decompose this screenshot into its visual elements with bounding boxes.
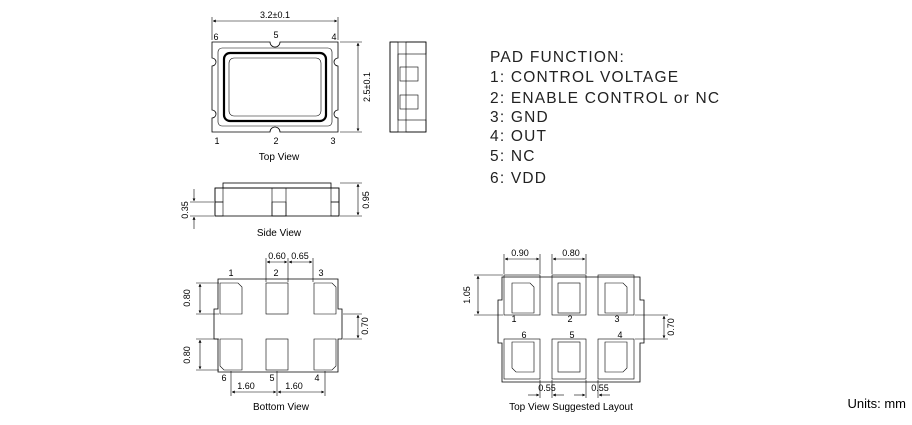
bottom-view: 0.60 0.65 1 2 3 6 5 4 0.80 0.80 0.70 1.6… <box>182 251 370 413</box>
bottom-pin-2: 2 <box>273 268 278 278</box>
pad-function-item: 3: GND <box>490 109 549 126</box>
bottom-pad-4 <box>313 338 337 371</box>
layout-pin-1: 1 <box>511 314 516 324</box>
bottom-pad-width-dim: 0.60 <box>268 251 286 261</box>
pad-function-item: 2: ENABLE CONTROL or NC <box>490 90 720 107</box>
bottom-pad-height-top-dim: 0.80 <box>182 289 192 307</box>
pad-function-item: 5: NC <box>490 148 536 165</box>
end-view <box>389 41 427 133</box>
bottom-pin-4: 4 <box>314 373 319 383</box>
bottom-pad-6 <box>219 338 243 371</box>
bottom-pad-2 <box>265 282 289 315</box>
layout-pin-6: 6 <box>521 330 526 340</box>
pad-function-item: 1: CONTROL VOLTAGE <box>490 69 679 86</box>
bottom-pin-1: 1 <box>228 268 233 278</box>
pad-function-item: 4: OUT <box>490 128 547 145</box>
layout-pad-height-dim: 1.05 <box>462 286 472 304</box>
top-view: 3.2±0.1 2.5±0.1 6 5 4 1 2 3 Top View <box>211 10 372 163</box>
bottom-span-left-dim: 1.60 <box>237 381 255 391</box>
bottom-pad-3 <box>313 282 337 315</box>
top-view-caption: Top View <box>259 152 300 163</box>
top-pin-3: 3 <box>330 136 335 146</box>
side-view-caption: Side View <box>257 228 302 239</box>
layout-gap-dim: 0.70 <box>666 318 676 336</box>
layout-spacing-right-dim: 0.55 <box>591 383 609 393</box>
top-view-body <box>211 41 339 133</box>
layout-pin-5: 5 <box>569 330 574 340</box>
layout-pin-3: 3 <box>614 314 619 324</box>
bottom-pad-5 <box>265 338 289 371</box>
side-view-left-dim: 0.35 <box>180 201 190 219</box>
top-pin-6: 6 <box>213 32 218 42</box>
side-view: 0.35 0.95 Side View <box>180 182 371 239</box>
units-label: Units: mm <box>848 396 907 411</box>
bottom-span-right-dim: 1.60 <box>285 381 303 391</box>
top-view-width-dim: 3.2±0.1 <box>260 10 290 20</box>
bottom-view-caption: Bottom View <box>253 402 310 413</box>
bottom-pin-5: 5 <box>269 373 274 383</box>
layout-spacing-left-dim: 0.55 <box>538 383 556 393</box>
bottom-pad-1 <box>219 282 243 315</box>
top-view-height-dim: 2.5±0.1 <box>362 72 372 102</box>
layout-pad-width-left-dim: 0.90 <box>511 248 529 258</box>
top-pin-1: 1 <box>214 136 219 146</box>
pad-function-list: PAD FUNCTION: 1: CONTROL VOLTAGE 2: ENAB… <box>490 49 720 187</box>
layout-pin-4: 4 <box>617 330 622 340</box>
bottom-pin-3: 3 <box>318 268 323 278</box>
bottom-pitch-dim: 0.65 <box>291 251 309 261</box>
bottom-pin-6: 6 <box>221 373 226 383</box>
layout-pad-width-right-dim: 0.80 <box>562 248 580 258</box>
side-view-right-dim: 0.95 <box>361 191 371 209</box>
top-pin-5: 5 <box>273 30 278 40</box>
pad-function-title: PAD FUNCTION: <box>490 49 625 66</box>
bottom-gap-dim: 0.70 <box>360 317 370 335</box>
layout-view: 1 2 3 6 5 4 0.90 0.80 1.05 0.70 0.55 <box>462 248 676 413</box>
top-pin-2: 2 <box>273 136 278 146</box>
top-pin-4: 4 <box>331 32 336 42</box>
layout-pin-2: 2 <box>567 314 572 324</box>
layout-view-caption: Top View Suggested Layout <box>509 402 633 413</box>
bottom-pad-height-bottom-dim: 0.80 <box>182 346 192 364</box>
top-view-lid <box>222 51 328 123</box>
pad-function-item: 6: VDD <box>490 170 547 187</box>
